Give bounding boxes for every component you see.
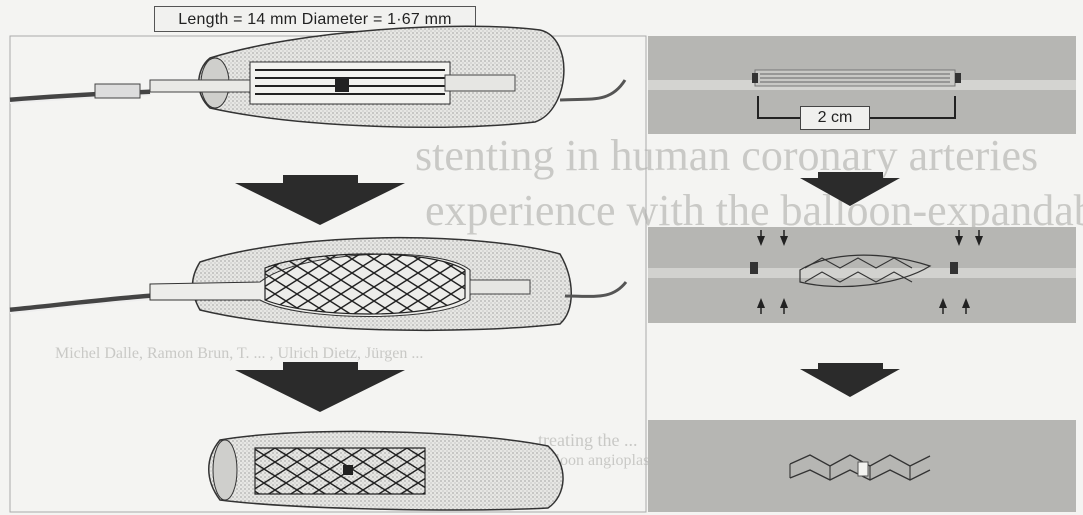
illustration-stent-expanding — [10, 238, 626, 331]
down-arrow-icon — [800, 363, 900, 397]
photo2-content — [648, 230, 1076, 314]
illustration-stent-crimped — [10, 26, 625, 127]
photo3-content — [790, 455, 930, 480]
down-arrow-icon — [235, 362, 405, 412]
scale-bar-label: 2 cm — [800, 106, 870, 130]
illustration-stent-deployed — [209, 431, 563, 509]
down-arrow-icon — [800, 172, 900, 206]
down-arrow-icon — [235, 175, 405, 225]
